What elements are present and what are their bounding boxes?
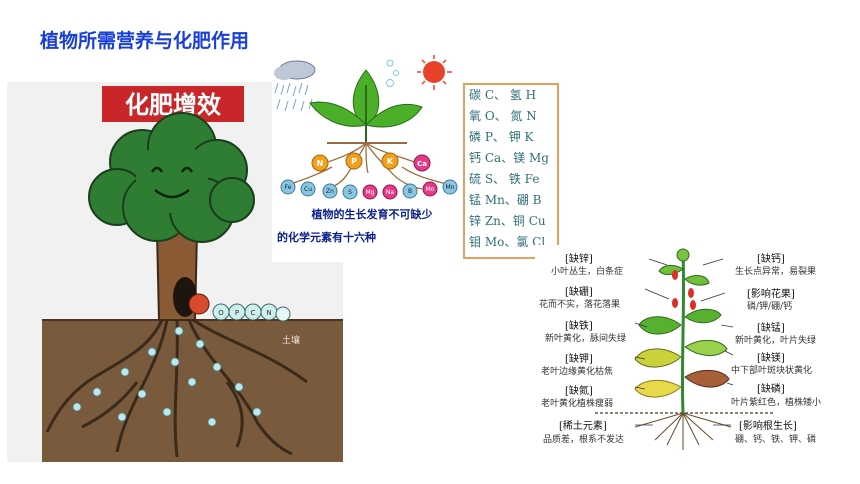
- label-iron-head: [缺铁]: [565, 321, 593, 332]
- label-rare-earth-head: [稀土元素]: [559, 421, 607, 432]
- ball-label-Zn: Zn: [326, 188, 334, 195]
- nutrient-balls-bottom: [280, 179, 458, 200]
- label-nitrogen-desc: 老叶黄化植株瘦弱: [541, 399, 614, 409]
- element-row: 氧 O、 氮 N: [469, 109, 537, 123]
- nutrient-ball-N: N: [311, 154, 329, 172]
- label-nitrogen-head: [缺氮]: [565, 386, 593, 397]
- label-zinc-head: [缺锌]: [565, 254, 593, 265]
- leaf-potassium: [634, 348, 682, 368]
- element-row: 硫 S、 铁 Fe: [469, 172, 540, 186]
- label-root-growth-head: [影响根生长]: [739, 421, 797, 432]
- svg-text:P: P: [351, 157, 357, 166]
- caterpillar-letter-2: P: [235, 309, 239, 317]
- caterpillar: [212, 303, 291, 322]
- caterpillar-letter-1: O: [218, 309, 224, 317]
- tree-canopy: [88, 112, 255, 243]
- ball-label-B: B: [408, 188, 412, 195]
- svg-text:Ca: Ca: [417, 160, 427, 168]
- label-manganese-desc: 新叶黄化，叶片失绿: [735, 336, 817, 346]
- deficiency-plant-roots: [634, 412, 732, 450]
- soil-label: 土壤: [282, 334, 300, 346]
- leaf-iron: [638, 316, 682, 335]
- nutrient-ball-K: K: [381, 152, 399, 170]
- leaf-calcium: [684, 275, 710, 286]
- ball-label-S: S: [348, 189, 352, 196]
- nutrient-droplets: [72, 326, 262, 427]
- plant-drawing: N P K Ca Fe Cu Zn S Mg Na B Mo Mn 植物的生长发…: [274, 55, 458, 244]
- sun-icon: [417, 55, 452, 90]
- label-calcium-desc: 生长点异常，易裂果: [735, 267, 817, 277]
- deficiency-plant-drawing: [595, 248, 775, 450]
- label-iron-desc: 新叶黄化，脉间失绿: [545, 334, 627, 344]
- label-flower-fruit-desc: 磷/钾/硼/钙: [747, 302, 793, 312]
- element-row: 锌 Zn、铜 Cu: [469, 214, 546, 228]
- label-zinc-desc: 小叶丛生，白条症: [551, 267, 624, 277]
- label-boron-head: [缺硼]: [565, 287, 593, 298]
- leaf-zinc: [658, 264, 684, 276]
- label-phosphorus-desc: 叶片紫红色，植株矮小: [731, 398, 822, 408]
- tree-drawing: 化肥增效 O P C N: [42, 86, 343, 462]
- ball-label-Mn: Mn: [446, 184, 455, 191]
- leaf-left: [309, 101, 367, 127]
- caterpillar-letter-4: N: [266, 309, 271, 317]
- leaf-upper-right: [684, 308, 722, 324]
- soil-area: [42, 320, 343, 462]
- rain-icon: [274, 82, 319, 112]
- ball-label-Fe: Fe: [285, 184, 292, 191]
- element-list-box: 碳 C、 氢 H 氧 O、 氮 N 磷 P、 钾 K 钙 Ca、镁 Mg 硫 S…: [463, 83, 559, 259]
- leaf-right: [365, 103, 423, 128]
- ball-label-Na: Na: [386, 189, 394, 196]
- label-boron-desc: 花而不实，落花落果: [539, 300, 621, 310]
- slide-title: 植物所需营养与化肥作用: [40, 30, 250, 52]
- label-magnesium-head: [缺镁]: [757, 353, 785, 364]
- label-rare-earth-desc: 品质差，根系不发达: [543, 435, 625, 445]
- ball-label-Cu: Cu: [304, 186, 312, 193]
- element-row: 钙 Ca、镁 Mg: [469, 151, 549, 165]
- leaf-phosphorus: [684, 370, 730, 388]
- ball-label-Mg: Mg: [366, 189, 375, 196]
- nutrient-ball-P: P: [345, 152, 363, 170]
- tree-roots: [45, 318, 308, 458]
- caterpillar-letter-3: C: [251, 309, 256, 317]
- label-root-growth-desc: 硼、钙、铁、钾、磷: [735, 435, 817, 445]
- plant-nutrient-illustration: N P K Ca Fe Cu Zn S Mg Na B Mo Mn 植物的生长发…: [272, 55, 462, 262]
- element-row: 锰 Mn、硼 B: [469, 193, 542, 207]
- svg-text:K: K: [387, 157, 394, 166]
- deficiency-diagram: [缺锌] 小叶丛生，白条症 [缺硼] 花而不实，落花落果 [缺铁] 新叶黄化，脉…: [535, 245, 832, 455]
- cloud-icon: [274, 60, 316, 80]
- label-phosphorus-head: [缺磷]: [757, 384, 785, 395]
- leaf-magnesium: [684, 340, 728, 356]
- element-row: 碳 C、 氢 H: [469, 88, 537, 102]
- leaf-nitrogen: [634, 380, 682, 398]
- label-magnesium-desc: 中下部叶斑块状黄化: [731, 366, 813, 376]
- plant-stem: [680, 252, 686, 414]
- label-manganese-head: [缺锰]: [757, 323, 785, 334]
- label-potassium-head: [缺钾]: [565, 354, 593, 365]
- ball-label-Mo: Mo: [426, 186, 435, 193]
- label-potassium-desc: 老叶边缘黄化枯焦: [541, 367, 614, 377]
- element-row: 磷 P、 钾 K: [469, 130, 534, 144]
- label-flower-fruit-head: [影响花果]: [747, 289, 795, 300]
- label-calcium-head: [缺钙]: [757, 254, 785, 265]
- nutrient-ball-Ca: Ca: [413, 154, 431, 172]
- element-row: 钼 Mo、氯 Cl: [469, 235, 546, 249]
- caption-line-2: 的化学元素有十六种: [277, 230, 376, 244]
- svg-text:N: N: [317, 159, 324, 168]
- caption-line-1: 植物的生长发育不可缺少: [311, 207, 433, 221]
